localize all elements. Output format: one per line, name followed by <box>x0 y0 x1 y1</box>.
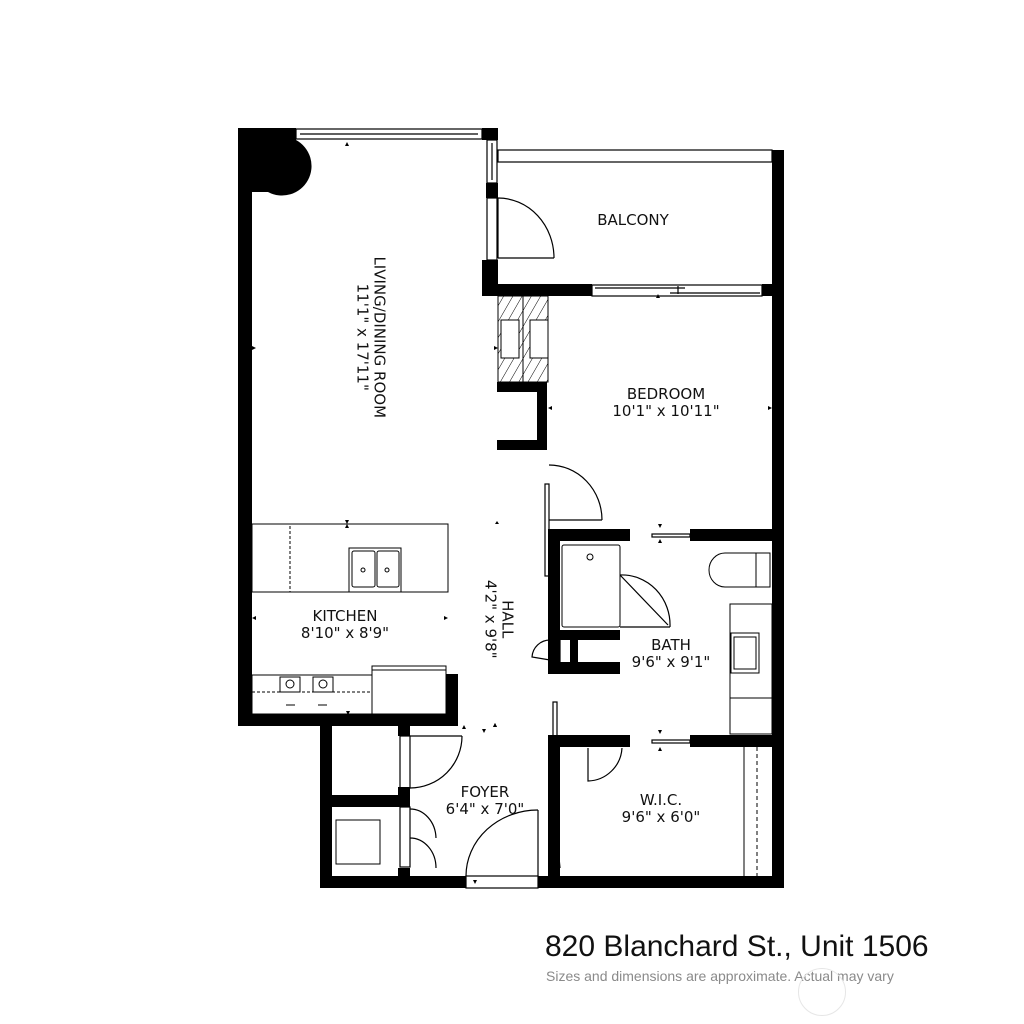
doors <box>399 197 691 889</box>
room-living-dining: LIVING/DINING ROOM 11'1" x 17'11" <box>353 247 388 427</box>
room-dimensions: 6'4" x 7'0" <box>445 800 525 819</box>
room-name: FOYER <box>460 783 510 801</box>
room-name: LIVING/DINING ROOM <box>370 256 389 419</box>
room-dimensions: 4'2" x 9'8" <box>481 579 499 659</box>
room-dimensions: 9'6" x 6'0" <box>621 808 701 827</box>
room-name: HALL <box>498 600 517 639</box>
room-dimensions: 8'10" x 8'9" <box>300 624 390 643</box>
room-name: BEDROOM <box>626 385 706 403</box>
room-name: BALCONY <box>597 211 669 229</box>
address-title: 820 Blanchard St., Unit 1506 <box>545 930 929 963</box>
room-dimensions: 9'6" x 9'1" <box>631 653 711 672</box>
fixtures <box>251 295 773 876</box>
room-wic: W.I.C. 9'6" x 6'0" <box>606 791 716 827</box>
room-name: W.I.C. <box>639 791 683 809</box>
room-dimensions: 11'1" x 17'11" <box>353 283 371 391</box>
room-balcony: BALCONY <box>578 211 688 229</box>
watermark-circle <box>798 968 846 1016</box>
room-kitchen: KITCHEN 8'10" x 8'9" <box>270 607 420 643</box>
room-name: KITCHEN <box>312 607 378 625</box>
dimension-markers <box>252 142 772 884</box>
room-foyer: FOYER 6'4" x 7'0" <box>430 783 540 819</box>
room-dimensions: 10'1" x 10'11" <box>612 402 720 421</box>
walls <box>238 128 784 888</box>
room-bath: BATH 9'6" x 9'1" <box>616 636 726 672</box>
room-bedroom: BEDROOM 10'1" x 10'11" <box>596 385 736 421</box>
windows <box>295 128 773 297</box>
room-hall: HALL 4'2" x 9'8" <box>481 569 516 669</box>
room-name: BATH <box>651 636 691 654</box>
